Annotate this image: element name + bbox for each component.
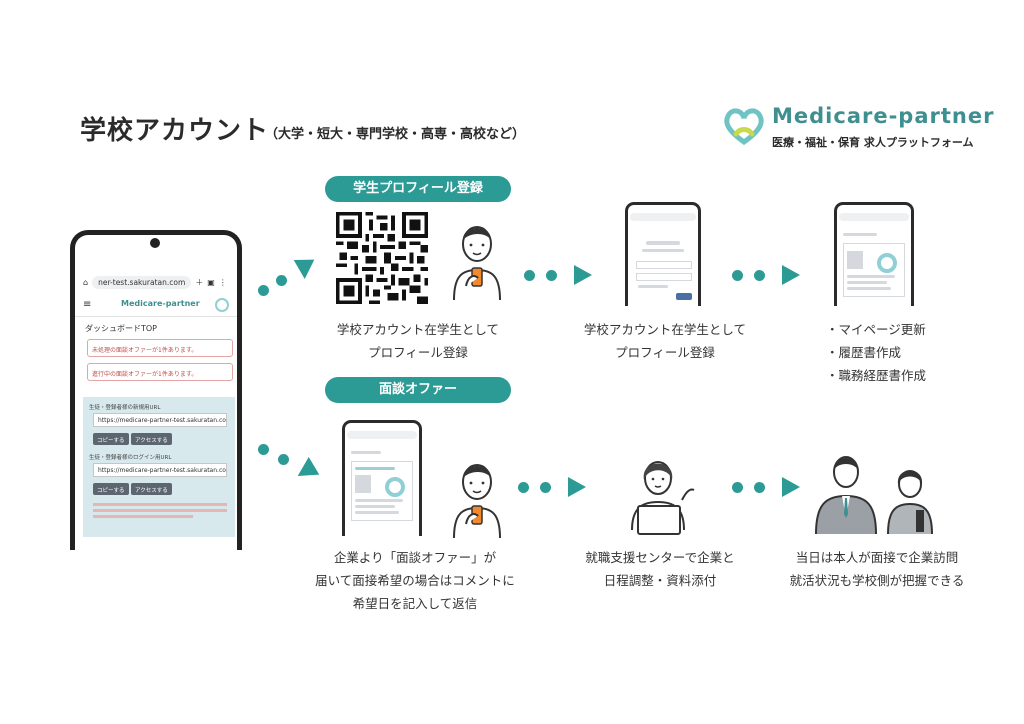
flow-dot bbox=[258, 444, 269, 455]
caption-profile-1: 学校アカウント在学生として プロフィール登録 bbox=[318, 318, 518, 364]
interview-visitors-icon bbox=[815, 456, 933, 534]
caption-line: 学校アカウント在学生として bbox=[583, 322, 747, 337]
flow-dot bbox=[518, 482, 529, 493]
alert-text: 未処理の面談オファーが1件あります。 bbox=[92, 347, 198, 354]
caption-line: ・マイページ更新 bbox=[826, 322, 926, 337]
caption-line: 企業より「面談オファー」が bbox=[333, 550, 497, 565]
register-url-field[interactable]: https://medicare-partner-test.sakuratan.… bbox=[93, 413, 227, 427]
caption-profile-2: 学校アカウント在学生として プロフィール登録 bbox=[565, 318, 765, 364]
arrow-icon bbox=[574, 265, 592, 285]
caption-line: 届いて面接希望の場合はコメントに bbox=[315, 573, 515, 588]
flow-dot bbox=[258, 285, 269, 296]
page-title: 学校アカウント bbox=[80, 116, 270, 146]
dashboard-title: ダッシュボードTOP bbox=[85, 324, 158, 333]
menu-icon[interactable]: ≡ bbox=[83, 299, 92, 310]
camera-notch bbox=[150, 238, 160, 248]
login-url-label: 生徒・登録者様のログイン用URL bbox=[89, 455, 172, 461]
arrow-icon bbox=[568, 477, 586, 497]
profile-registration-pill: 学生プロフィール登録 bbox=[325, 176, 511, 202]
support-staff-laptop-icon bbox=[631, 461, 695, 535]
logo-tagline: 医療・福祉・保育 求人プラットフォーム bbox=[772, 136, 974, 149]
alert-progress-offer[interactable]: 進行中の面談オファーが1件あります。 bbox=[87, 363, 233, 381]
mypage-phone bbox=[834, 202, 914, 306]
caption-line: 希望日を記入して返信 bbox=[352, 596, 478, 611]
caption-line: 当日は本人が面接で企業訪問 bbox=[795, 550, 959, 565]
browser-url-bar[interactable]: ⌂ ner-test.sakuratan.com ＋ ▣ ⋮ bbox=[75, 271, 237, 293]
caption-line: 就職支援センターで企業と bbox=[585, 550, 735, 565]
arrow-icon bbox=[782, 477, 800, 497]
flow-dot bbox=[540, 482, 551, 493]
flow-dot bbox=[732, 270, 743, 281]
caption-line: 学校アカウント在学生として bbox=[336, 322, 500, 337]
arrow-icon bbox=[293, 250, 321, 280]
offer-screen-phone bbox=[342, 420, 422, 536]
student-with-phone-icon bbox=[453, 226, 501, 300]
caption-line: プロフィール登録 bbox=[368, 345, 468, 360]
arrow-icon bbox=[297, 456, 325, 486]
flow-dot bbox=[524, 270, 535, 281]
home-icon[interactable]: ⌂ bbox=[83, 277, 89, 287]
more-icon[interactable]: ⋮ bbox=[218, 277, 227, 287]
add-tab-icon[interactable]: ＋ bbox=[195, 277, 204, 287]
url-field[interactable]: ner-test.sakuratan.com bbox=[92, 275, 192, 289]
login-screen-phone bbox=[625, 202, 701, 306]
page-subtitle: （大学・短大・専門学校・高専・高校など） bbox=[265, 127, 526, 142]
login-url-field[interactable]: https://medicare-partner-test.sakuratan.… bbox=[93, 463, 227, 477]
logo-name: Medicare-partner bbox=[772, 104, 995, 128]
flow-dot bbox=[754, 270, 765, 281]
copy-register-button[interactable]: コピーする bbox=[93, 433, 129, 445]
arrow-icon bbox=[782, 265, 800, 285]
note-line bbox=[93, 503, 227, 506]
caption-interview-1: 企業より「面談オファー」が 届いて面接希望の場合はコメントに 希望日を記入して返… bbox=[300, 546, 530, 615]
caption-interview-2: 就職支援センターで企業と 日程調整・資料添付 bbox=[560, 546, 760, 592]
heart-link-logo-icon bbox=[724, 108, 764, 146]
copy-login-button[interactable]: コピーする bbox=[93, 483, 129, 495]
app-logo: Medicare-partner bbox=[121, 299, 200, 308]
flow-dot bbox=[546, 270, 557, 281]
tabs-icon[interactable]: ▣ bbox=[207, 277, 215, 287]
caption-interview-3: 当日は本人が面接で企業訪問 就活状況も学校側が把握できる bbox=[772, 546, 982, 592]
caption-line: 日程調整・資料添付 bbox=[603, 573, 717, 588]
register-url-label: 生徒・登録者様の新規用URL bbox=[89, 405, 161, 411]
caption-line: プロフィール登録 bbox=[615, 345, 715, 360]
qr-code-icon bbox=[336, 212, 428, 304]
flow-dot bbox=[732, 482, 743, 493]
flow-dot bbox=[278, 454, 289, 465]
caption-line: 就活状況も学校側が把握できる bbox=[789, 573, 965, 588]
flow-dot bbox=[754, 482, 765, 493]
caption-line: ・履歴書作成 bbox=[826, 345, 902, 360]
note-line bbox=[93, 509, 227, 512]
dashboard-phone: ⌂ ner-test.sakuratan.com ＋ ▣ ⋮ ≡ Medicar… bbox=[70, 230, 242, 550]
caption-profile-3: ・マイページ更新 ・履歴書作成 ・職務経歴書作成 bbox=[826, 318, 926, 387]
alert-text: 進行中の面談オファーが1件あります。 bbox=[92, 371, 198, 378]
access-register-button[interactable]: アクセスする bbox=[131, 433, 172, 445]
flow-dot bbox=[276, 275, 287, 286]
interview-offer-pill: 面談オファー bbox=[325, 377, 511, 403]
caption-line: ・職務経歴書作成 bbox=[826, 368, 927, 383]
student-with-phone-icon bbox=[453, 464, 501, 538]
alert-unprocessed-offer[interactable]: 未処理の面談オファーが1件あります。 bbox=[87, 339, 233, 357]
note-line bbox=[93, 515, 193, 518]
app-header: ≡ Medicare-partner bbox=[75, 295, 237, 317]
access-login-button[interactable]: アクセスする bbox=[131, 483, 172, 495]
avatar[interactable] bbox=[215, 298, 229, 312]
